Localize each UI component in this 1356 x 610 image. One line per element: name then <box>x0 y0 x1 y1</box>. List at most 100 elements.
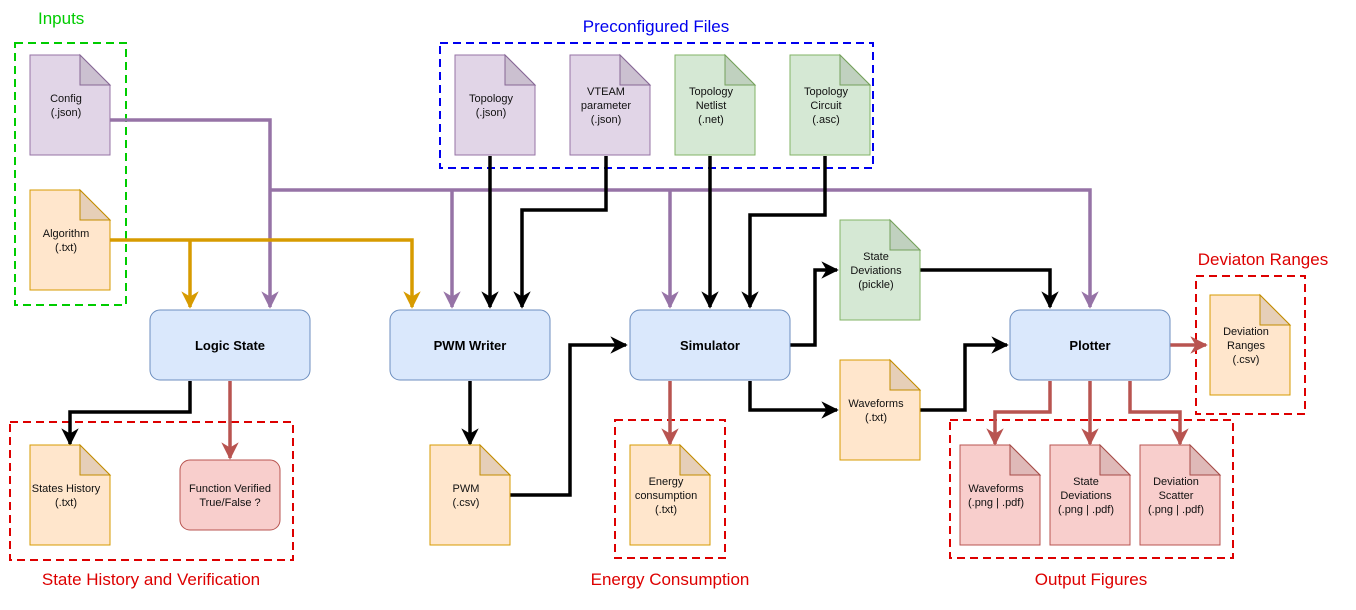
file-circuit-fold <box>839 53 872 86</box>
arrow-circuit-to-simulator <box>741 156 827 309</box>
function-verified-box: Function Verified True/False ? <box>179 459 281 531</box>
arrow-pwm-to-simulator <box>510 336 628 497</box>
deviation-ranges-group-box <box>1195 275 1306 415</box>
file-config-fold <box>79 53 112 86</box>
file-energy-txt-line-1: Energy <box>649 476 684 488</box>
file-states-history-shape <box>29 444 111 546</box>
file-vteam-fold <box>619 53 652 86</box>
file-energy-txt-line-2: consumption <box>635 490 697 502</box>
file-state-dev-fig-line-1: State <box>1073 476 1099 488</box>
arrow-plotter-to-deviation-scatter <box>1128 381 1189 446</box>
black-connectors <box>61 156 1059 497</box>
file-nodes: Config (.json) Algorithm (.txt) Topology (.js… <box>29 53 1292 546</box>
file-pwm-csv-shape <box>429 444 511 546</box>
function-verified-line-1: Function Verified <box>189 483 271 495</box>
arrow-config-to-logic-state <box>100 118 279 309</box>
file-pwm-csv: PWM (.csv) <box>429 443 512 546</box>
arrow-plotter-to-waveforms-figure <box>986 381 1052 446</box>
file-deviation-scatter-fold <box>1189 443 1222 476</box>
file-vteam: VTEAM parameter (.json) <box>569 53 652 156</box>
file-deviation-ranges-csv-line-3: (.csv) <box>1233 354 1260 366</box>
file-energy-txt-line-3: (.txt) <box>655 504 677 516</box>
file-waveforms-txt-fold <box>889 358 922 391</box>
deviation-ranges-group-title: Deviaton Ranges <box>1198 250 1328 269</box>
file-waveforms-txt-shape <box>839 359 921 461</box>
state-history-group-box <box>9 421 294 561</box>
file-waveforms-fig-line-1: Waveforms <box>968 483 1024 495</box>
arrow-waveforms-to-plotter <box>920 336 1009 412</box>
file-deviation-scatter-line-1: Deviation <box>1153 476 1199 488</box>
arrow-logic-state-to-states-history <box>61 381 192 446</box>
file-topology-json-line-2: (.json) <box>476 107 507 119</box>
pwm-writer-label: PWM Writer <box>434 338 507 353</box>
config-distribution-line <box>270 188 1099 309</box>
file-waveforms-txt-line-1: Waveforms <box>848 398 904 410</box>
function-verified-line-2: True/False ? <box>199 497 260 509</box>
file-topology-json-shape <box>454 54 536 156</box>
file-state-dev-fig-line-2: Deviations <box>1060 490 1112 502</box>
file-state-deviations-pickle-line-2: Deviations <box>850 265 902 277</box>
file-waveforms-fig-line-2: (.png | .pdf) <box>968 497 1024 509</box>
output-figures-group-title: Output Figures <box>1035 570 1147 589</box>
simulator-label: Simulator <box>680 338 740 353</box>
plotter-process[interactable]: Plotter <box>1009 309 1171 381</box>
file-waveforms-txt: Waveforms(.txt) <box>839 358 922 461</box>
file-state-deviations-pickle-line-1: State <box>863 251 889 263</box>
file-states-history: States History (.txt) <box>29 443 112 546</box>
file-config-line-1: Config <box>50 93 82 105</box>
file-states-history-line-2: (.txt) <box>55 497 77 509</box>
file-netlist-fold <box>724 53 757 86</box>
file-algorithm-shape <box>29 189 111 291</box>
file-waveforms-fig-fold <box>1009 443 1042 476</box>
file-algorithm: Algorithm (.txt) <box>29 188 112 291</box>
gold-connectors <box>110 238 421 309</box>
file-netlist-line-1: Topology <box>689 86 734 98</box>
file-algorithm-line-1: Algorithm <box>43 228 89 240</box>
file-topology-json: Topology (.json) <box>454 53 537 156</box>
arrow-algorithm-to-pwm-writer <box>110 238 421 309</box>
logic-state-process[interactable]: Logic State <box>149 309 311 381</box>
arrow-vteam-to-pwm-writer <box>513 156 608 309</box>
red-connectors <box>221 336 1208 460</box>
file-energy-txt: Energy consumption (.txt) <box>629 443 712 546</box>
simulator-process[interactable]: Simulator <box>629 309 791 381</box>
file-netlist-line-2: Netlist <box>696 100 727 112</box>
file-topology-json-fold <box>504 53 537 86</box>
file-config-shape <box>29 54 111 156</box>
output-figures-group-box <box>949 419 1234 559</box>
arrow-state-deviations-to-plotter <box>920 268 1059 309</box>
file-state-deviations-pickle-fold <box>889 218 922 251</box>
file-deviation-scatter-line-3: (.png | .pdf) <box>1148 504 1204 516</box>
file-deviation-ranges-csv-line-1: Deviation <box>1223 326 1269 338</box>
inputs-group-title: Inputs <box>38 9 84 28</box>
file-deviation-ranges-csv-line-2: Ranges <box>1227 340 1265 352</box>
state-history-group-title: State History and Verification <box>42 570 260 589</box>
file-algorithm-line-2: (.txt) <box>55 242 77 254</box>
arrow-simulator-to-waveforms <box>748 381 839 419</box>
file-state-dev-fig-fold <box>1099 443 1132 476</box>
file-pwm-csv-line-1: PWM <box>453 483 480 495</box>
pwm-writer-process[interactable]: PWM Writer <box>389 309 551 381</box>
file-state-deviations-pickle-line-3: (pickle) <box>858 279 893 291</box>
file-vteam-line-1: VTEAM <box>587 86 625 98</box>
file-vteam-line-2: parameter <box>581 100 631 112</box>
file-netlist-line-3: (.net) <box>698 114 724 126</box>
file-topology-json-line-1: Topology <box>469 93 514 105</box>
file-pwm-csv-line-2: (.csv) <box>453 497 480 509</box>
file-energy-txt-fold <box>679 443 712 476</box>
file-config-line-2: (.json) <box>51 107 82 119</box>
file-states-history-line-1: States History <box>32 483 101 495</box>
file-circuit-line-1: Topology <box>804 86 849 98</box>
purple-connectors <box>100 118 1099 309</box>
file-vteam-line-3: (.json) <box>591 114 622 126</box>
file-deviation-scatter-line-2: Scatter <box>1159 490 1194 502</box>
file-deviation-ranges-csv-fold <box>1259 293 1292 326</box>
preconfigured-group-title: Preconfigured Files <box>583 17 729 36</box>
